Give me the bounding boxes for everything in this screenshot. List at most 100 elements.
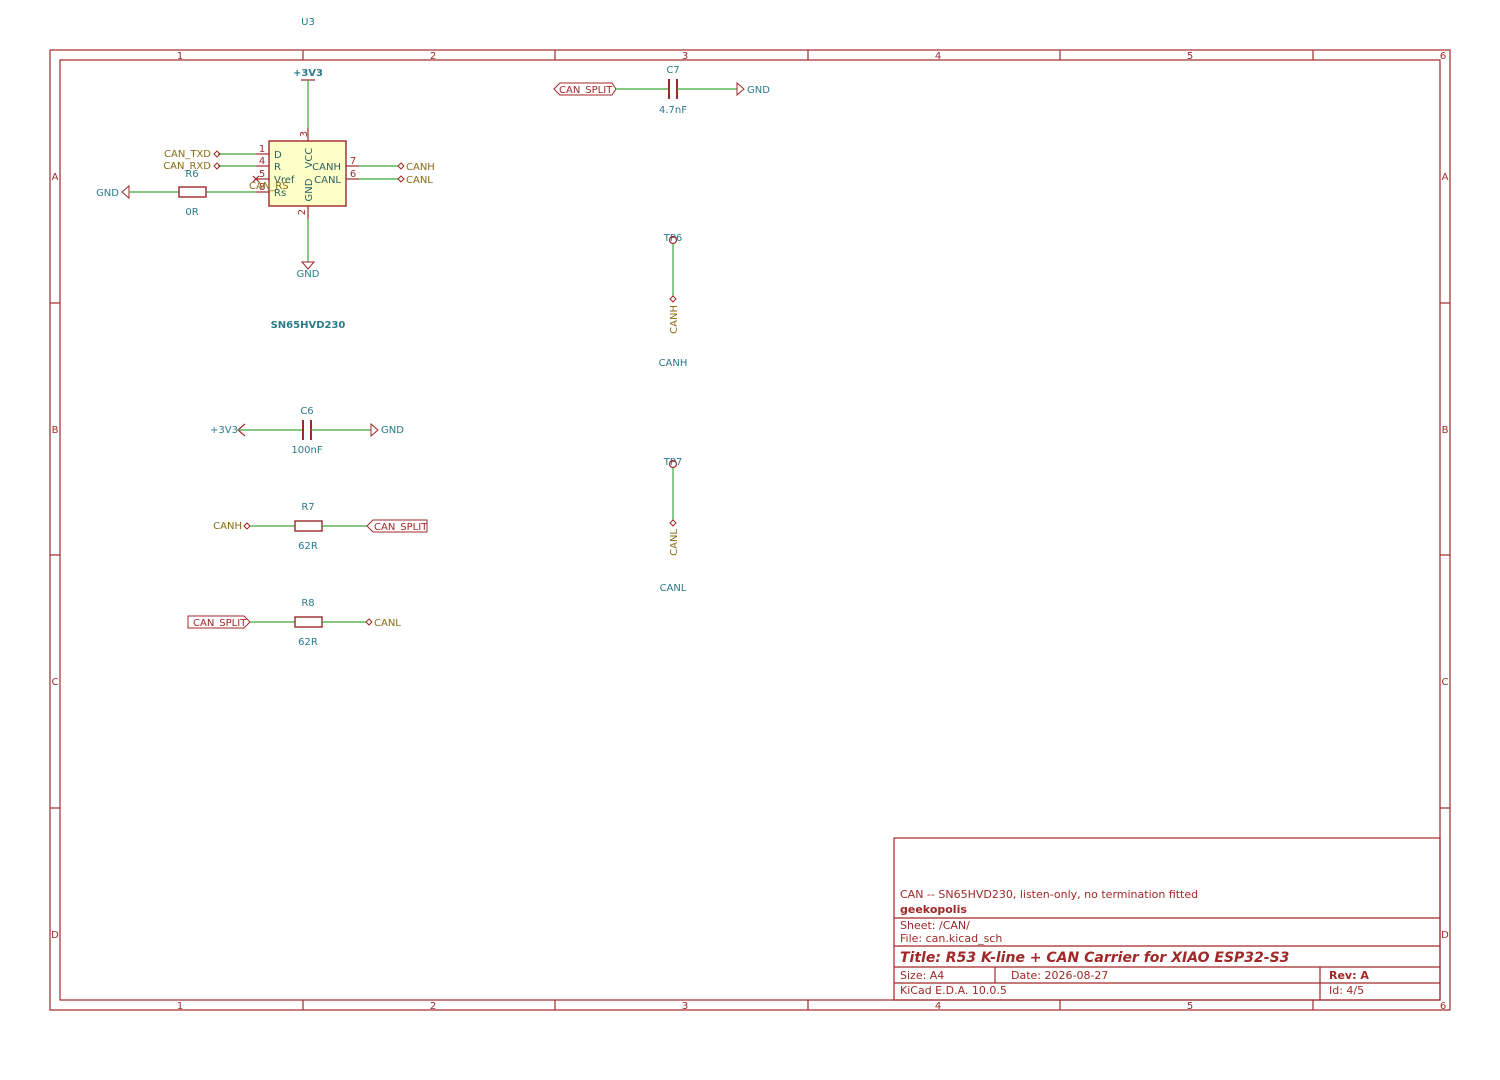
sheet-frame: 1 2 3 4 5 6 1 2 3 4 5 6 A B C D A B C D (49, 49, 1451, 1012)
c6-value: 100nF (291, 445, 322, 456)
r8-value: 62R (298, 637, 318, 648)
title-block-size: Size: A4 (900, 969, 944, 982)
row-label-left-d: D (51, 930, 59, 941)
net-label-canrxd-diamond-icon (213, 162, 221, 170)
r7-ref: R7 (301, 502, 314, 513)
row-label-right-b: B (1442, 425, 1449, 436)
u3-pin-5-num: 5 (259, 169, 265, 180)
c6-net-right: GND (381, 425, 404, 436)
net-label-can-rxd: CAN_RXD (163, 161, 211, 172)
u3-pin-d-name: D (274, 150, 282, 161)
r7-value: 62R (298, 541, 318, 552)
c7-capacitor[interactable]: CAN_SPLIT GND C7 4.7nF (553, 65, 770, 116)
col-label-bottom-1: 1 (177, 1001, 183, 1012)
net-label-canl-right-diamond-icon (397, 175, 405, 183)
u3-body (268, 140, 347, 207)
u3-pin-2-num: 2 (297, 209, 308, 215)
row-label-right-d: D (1441, 930, 1449, 941)
r8-ref: R8 (301, 598, 314, 609)
r6-body (178, 186, 207, 198)
tp7-testpoint[interactable]: TP7 CANL CANL (660, 457, 687, 594)
title-block-date: Date: 2026-08-27 (1011, 969, 1108, 982)
u3-pin-gnd-name: GND (304, 178, 315, 201)
u3-value: SN65HVD230 (271, 320, 346, 331)
gnd-symbol-icon (300, 261, 316, 270)
title-block-id: Id: 4/5 (1329, 984, 1364, 997)
row-label-left-c: C (52, 677, 59, 688)
title-block-title: Title: R53 K-line + CAN Carrier for XIAO… (900, 950, 1289, 966)
row-label-left-b: B (52, 425, 59, 436)
tp7-value: CANL (660, 583, 687, 594)
col-label-top-5: 5 (1187, 51, 1193, 62)
gnd-symbol-c6-icon (370, 422, 379, 438)
c7-ref: C7 (666, 65, 679, 76)
c6-ref: C6 (300, 406, 313, 417)
r8-resistor[interactable]: CAN_SPLIT CANL R8 62R (187, 598, 401, 648)
u3-pin-canl-name: CANL (314, 175, 341, 186)
r7-resistor[interactable]: CANH CAN_SPLIT R7 62R (213, 502, 428, 552)
gnd-symbol-c7-icon (736, 81, 745, 97)
net-label-canl-u3: CANL (406, 175, 433, 186)
tp6-ref: TP6 (663, 233, 683, 244)
u3-pin-1-num: 1 (259, 144, 265, 155)
r8-net-right: CANL (374, 618, 401, 629)
global-label-can-split-r7-icon (366, 519, 428, 533)
tp7-net-label: CANL (669, 529, 680, 556)
u3-pin-7-num: 7 (350, 156, 356, 167)
row-label-right-c: C (1442, 677, 1449, 688)
c7-value: 4.7nF (659, 105, 687, 116)
u3-pin-8-num: 8 (259, 182, 265, 193)
u3-pin-vref-name: Vref (274, 175, 295, 186)
u3-power-bottom-label: GND (297, 269, 320, 280)
global-label-can-split-r8-icon (187, 615, 251, 629)
u3-pin-6-num: 6 (350, 169, 356, 180)
tp6-pad-icon (668, 235, 678, 245)
net-label-canh-right-diamond-icon (397, 162, 405, 170)
u3-pin-rs-name: Rs (274, 188, 286, 199)
r8-net-left: CAN_SPLIT (193, 618, 247, 629)
col-label-top-2: 2 (430, 51, 436, 62)
gnd-symbol-left-icon (121, 184, 130, 200)
col-label-top-3: 3 (682, 51, 688, 62)
r6-value: 0R (185, 207, 198, 218)
tp6-value: CANH (659, 358, 688, 369)
tp7-ref: TP7 (663, 457, 683, 468)
r6-resistor[interactable]: GND R6 0R (96, 169, 256, 218)
u3-transceiver[interactable]: U3 +3V3 3 VCC GND 1 4 5 8 D R Vref Rs 7 … (163, 17, 435, 331)
u3-ref: U3 (301, 17, 315, 28)
r7-left-diamond-icon (243, 522, 251, 530)
tp6-diamond-icon (669, 295, 677, 303)
col-label-top-1: 1 (177, 51, 183, 62)
u3-pin-vcc-name: VCC (304, 148, 315, 169)
title-block: CAN -- SN65HVD230, listen-only, no termi… (893, 837, 1441, 1001)
u3-power-top-label: +3V3 (293, 68, 323, 79)
title-block-rev: Rev: A (1329, 969, 1369, 982)
net-label-canh-u3: CANH (406, 162, 435, 173)
u3-pin-4-num: 4 (259, 156, 265, 167)
net-label-can-rs: CAN_RS (249, 181, 289, 192)
r8-body (294, 616, 323, 628)
r7-body (294, 520, 323, 532)
title-block-file: File: can.kicad_sch (900, 932, 1002, 945)
r7-net-left: CANH (213, 521, 242, 532)
r6-ref: R6 (185, 169, 198, 180)
c6-net-left: +3V3 (210, 425, 238, 436)
tp7-diamond-icon (669, 519, 677, 527)
title-block-tool: KiCad E.D.A. 10.0.5 (900, 984, 1007, 997)
title-block-comment: CAN -- SN65HVD230, listen-only, no termi… (900, 888, 1198, 901)
row-label-right-a: A (1442, 172, 1449, 183)
u3-pin-r-name: R (274, 162, 281, 173)
net-label-can-txd: CAN_TXD (164, 149, 211, 160)
u3-pin-canh-name: CANH (312, 162, 341, 173)
col-label-bottom-2: 2 (430, 1001, 436, 1012)
title-block-sheet: Sheet: /CAN/ (900, 919, 970, 932)
col-label-bottom-3: 3 (682, 1001, 688, 1012)
tp6-testpoint[interactable]: TP6 CANH CANH (659, 233, 688, 369)
c6-capacitor[interactable]: +3V3 GND C6 100nF (210, 406, 404, 456)
tp6-net-label: CANH (669, 305, 680, 334)
r6-gnd-label: GND (96, 188, 119, 199)
r7-net-right: CAN_SPLIT (374, 522, 428, 533)
net-label-canh-diamond-icon (213, 150, 221, 158)
row-label-left-a: A (52, 172, 59, 183)
u3-pin-3-num: 3 (299, 131, 310, 137)
